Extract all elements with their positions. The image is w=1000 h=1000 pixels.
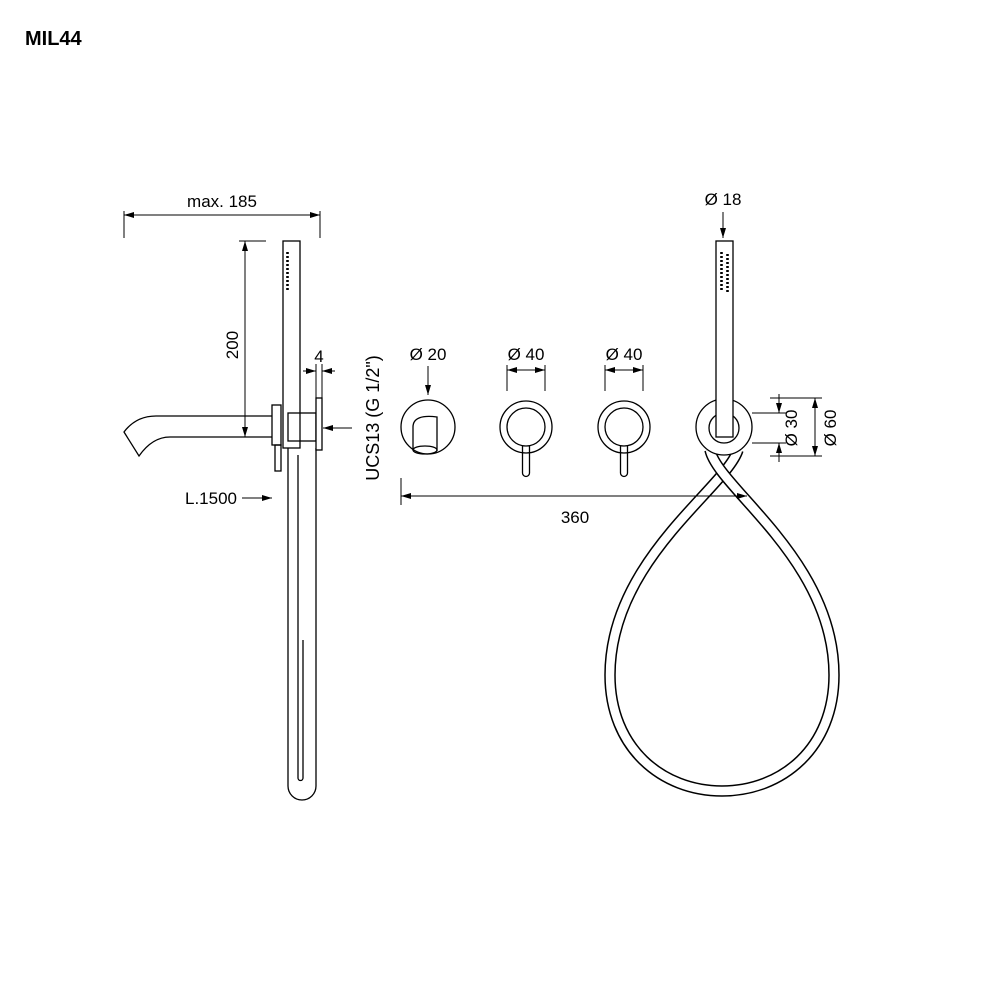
front-view: Ø 20 Ø 40 Ø 40 Ø 1 <box>400 190 840 797</box>
hose-strand-left-fill <box>605 448 743 796</box>
hand-shower-front <box>715 240 734 438</box>
hose-strand-right-fill <box>705 448 839 796</box>
spout-rosette-side <box>271 404 282 446</box>
mixer-1-dia-label: Ø 40 <box>508 345 545 364</box>
spout-connector-side <box>274 444 282 472</box>
mixer-1-rosette <box>499 400 553 454</box>
hose-side-inner <box>297 455 304 782</box>
connection-label: UCS13 (G 1/2") <box>363 355 383 480</box>
spacing-dim-label: 360 <box>561 508 589 527</box>
mixer-1-lever <box>521 446 531 478</box>
mixer-2-rosette <box>597 400 651 454</box>
width-dim-label: max. 185 <box>187 192 257 211</box>
hose-side-outer <box>287 448 317 801</box>
handshower-dia-label: Ø 18 <box>705 190 742 209</box>
mixer-1-knob <box>506 407 546 447</box>
model-code: MIL44 <box>25 28 83 50</box>
hand-shower-side <box>282 240 301 449</box>
hose-length-label: L.1500 <box>185 489 237 508</box>
mixer-2-dia-label: Ø 40 <box>606 345 643 364</box>
side-view: max. 185 200 4 UCS13 (G 1/2") L.1500 <box>123 192 383 801</box>
outlet-outer-dia-label: Ø 60 <box>821 410 840 447</box>
spout-front <box>412 415 438 451</box>
mixer-2-knob <box>604 407 644 447</box>
outlet-inner-dia-label: Ø 30 <box>782 410 801 447</box>
spout-dia-label: Ø 20 <box>410 345 447 364</box>
wall-plate-side <box>315 397 323 451</box>
plate-dim-label: 4 <box>314 347 323 366</box>
spout-side <box>123 415 272 458</box>
height-dim-label: 200 <box>223 331 242 359</box>
mixer-2-lever <box>619 446 629 478</box>
hose-loop-front <box>604 447 840 797</box>
spout-front-outlet <box>412 445 438 455</box>
